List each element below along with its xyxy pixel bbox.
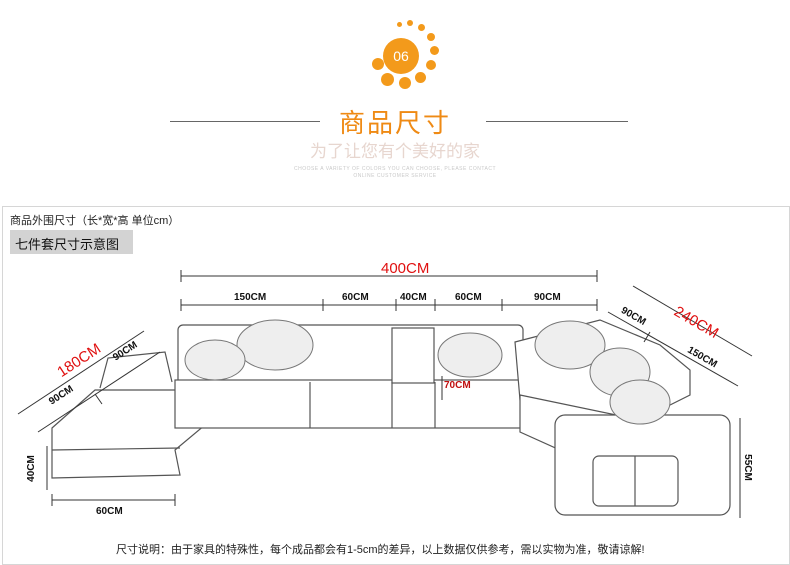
- section-tiny-line-1: CHOOSE A VARIETY OF COLORS YOU CAN CHOOS…: [293, 166, 497, 172]
- dim-line-left-parts: [37, 351, 161, 433]
- dim-table-height: 70CM: [444, 380, 471, 391]
- section-number-badge: 06: [383, 38, 419, 74]
- dim-seat-height: 40CM: [25, 455, 37, 482]
- deco-dot: [407, 20, 413, 26]
- section-subtitle: 为了让您有个美好的家: [310, 142, 480, 162]
- dim-total-length: 400CM: [381, 260, 430, 277]
- pillow: [437, 332, 503, 378]
- deco-dot: [427, 33, 435, 41]
- chaise-back: [99, 351, 173, 389]
- header-left-rule: [170, 121, 320, 122]
- deco-dot: [430, 46, 439, 55]
- dim-seg-1: 150CM: [234, 292, 267, 303]
- pillow: [236, 319, 314, 371]
- deco-dot: [397, 22, 402, 27]
- deco-dot: [426, 60, 436, 70]
- section-title: 商品尺寸: [338, 109, 451, 139]
- header-right-rule: [486, 121, 628, 122]
- deco-dot: [418, 24, 425, 31]
- size-note: 尺寸说明：由于家具的特殊性，每个成品都会有1-5cm的差异，以上数据仅供参考，需…: [116, 544, 645, 556]
- center-table: [391, 327, 435, 384]
- dim-seg-4: 60CM: [455, 292, 482, 303]
- sofa-seat-row: [174, 379, 524, 429]
- deco-dot: [415, 72, 426, 83]
- dim-line-left-total: [17, 330, 145, 415]
- chaise-seat: [51, 389, 206, 479]
- dim-seg-3: 40CM: [400, 292, 427, 303]
- deco-dot: [381, 73, 394, 86]
- pillow: [609, 379, 671, 425]
- dim-arm-height: 55CM: [741, 454, 753, 481]
- dim-line-right-parts: [607, 311, 739, 387]
- dim-chaise-width: 60CM: [96, 506, 123, 517]
- dim-line-right-total: [632, 285, 753, 357]
- panel-caption: 商品外围尺寸（长*宽*高 单位cm）: [10, 215, 180, 227]
- deco-dot: [399, 77, 411, 89]
- set-label: 七件套尺寸示意图: [15, 237, 120, 252]
- dim-seg-5: 90CM: [534, 292, 561, 303]
- set-label-box: 七件套尺寸示意图: [10, 230, 133, 254]
- dim-seg-2: 60CM: [342, 292, 369, 303]
- deco-dot: [372, 58, 384, 70]
- section-tiny-line-2: ONLINE CUSTOMER SERVICE: [353, 173, 437, 179]
- pillow: [184, 339, 246, 381]
- pillow: [534, 320, 606, 370]
